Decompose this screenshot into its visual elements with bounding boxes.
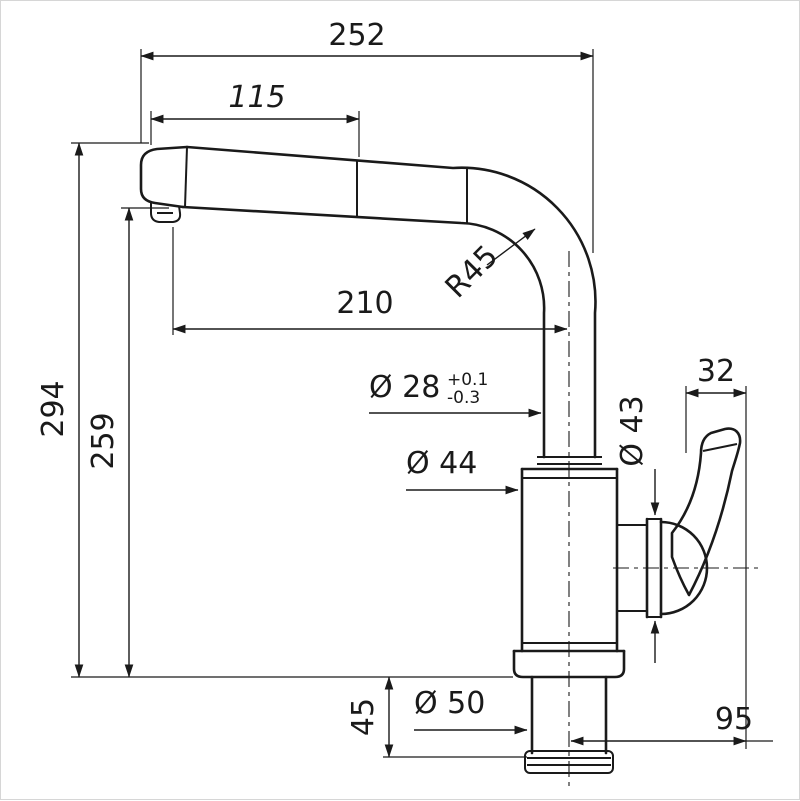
dim-spout-reach: 210 — [172, 227, 568, 335]
dim-total-height: 294 — [36, 142, 513, 678]
handle-tip-cap-line — [702, 443, 738, 452]
dim-d28-tol-plus: +0.1 — [447, 370, 488, 390]
dim-d50-label: Ø 50 — [414, 686, 485, 721]
handle-lever-outline — [670, 427, 742, 597]
dim-total-width: 252 — [140, 18, 594, 253]
dim-294-label: 294 — [36, 380, 71, 437]
dim-shank-height: 45 — [346, 676, 527, 758]
dim-95-label: 95 — [715, 702, 753, 737]
dim-32-label: 32 — [697, 354, 735, 389]
spray-head-outline — [139, 145, 189, 209]
dim-base-diameter: Ø 50 — [414, 686, 528, 735]
dim-body-diameter: Ø 44 — [406, 446, 519, 495]
leader-line — [486, 228, 536, 266]
dim-d44-label: Ø 44 — [406, 446, 477, 481]
dim-bend-radius: R45 — [439, 228, 536, 305]
spout-outer-edge — [185, 145, 597, 459]
centerlines — [568, 251, 759, 789]
thread-nut-outline — [524, 750, 614, 774]
dim-handle-top-width: 32 — [685, 354, 747, 749]
dim-252-label: 252 — [328, 18, 385, 53]
dim-spout-height: 259 — [86, 207, 169, 678]
dim-r45-label: R45 — [439, 239, 505, 305]
dim-210-label: 210 — [336, 286, 393, 321]
spray-head-joint-line — [184, 146, 188, 208]
dim-d28-label: Ø 28 — [369, 370, 440, 405]
dim-d28-tol-minus: -0.3 — [447, 388, 480, 408]
dim-handle-joint-diameter: Ø 43 — [615, 395, 660, 663]
dim-pipe-diameter: Ø 28 +0.1 -0.3 — [369, 370, 542, 418]
dim-spray-head-length: 115 — [150, 80, 360, 157]
dim-handle-reach: 95 — [570, 702, 773, 746]
base-flange-outline — [512, 649, 626, 679]
dim-115-label: 115 — [228, 80, 285, 115]
dim-259-label: 259 — [86, 412, 121, 469]
faucet-outline — [139, 145, 742, 774]
dim-45-label: 45 — [346, 698, 381, 736]
handle-knuckle-outline — [659, 520, 709, 616]
spout-inner-edge — [181, 205, 546, 459]
aerator-outline — [150, 203, 182, 223]
dim-d43-label: Ø 43 — [615, 395, 650, 466]
